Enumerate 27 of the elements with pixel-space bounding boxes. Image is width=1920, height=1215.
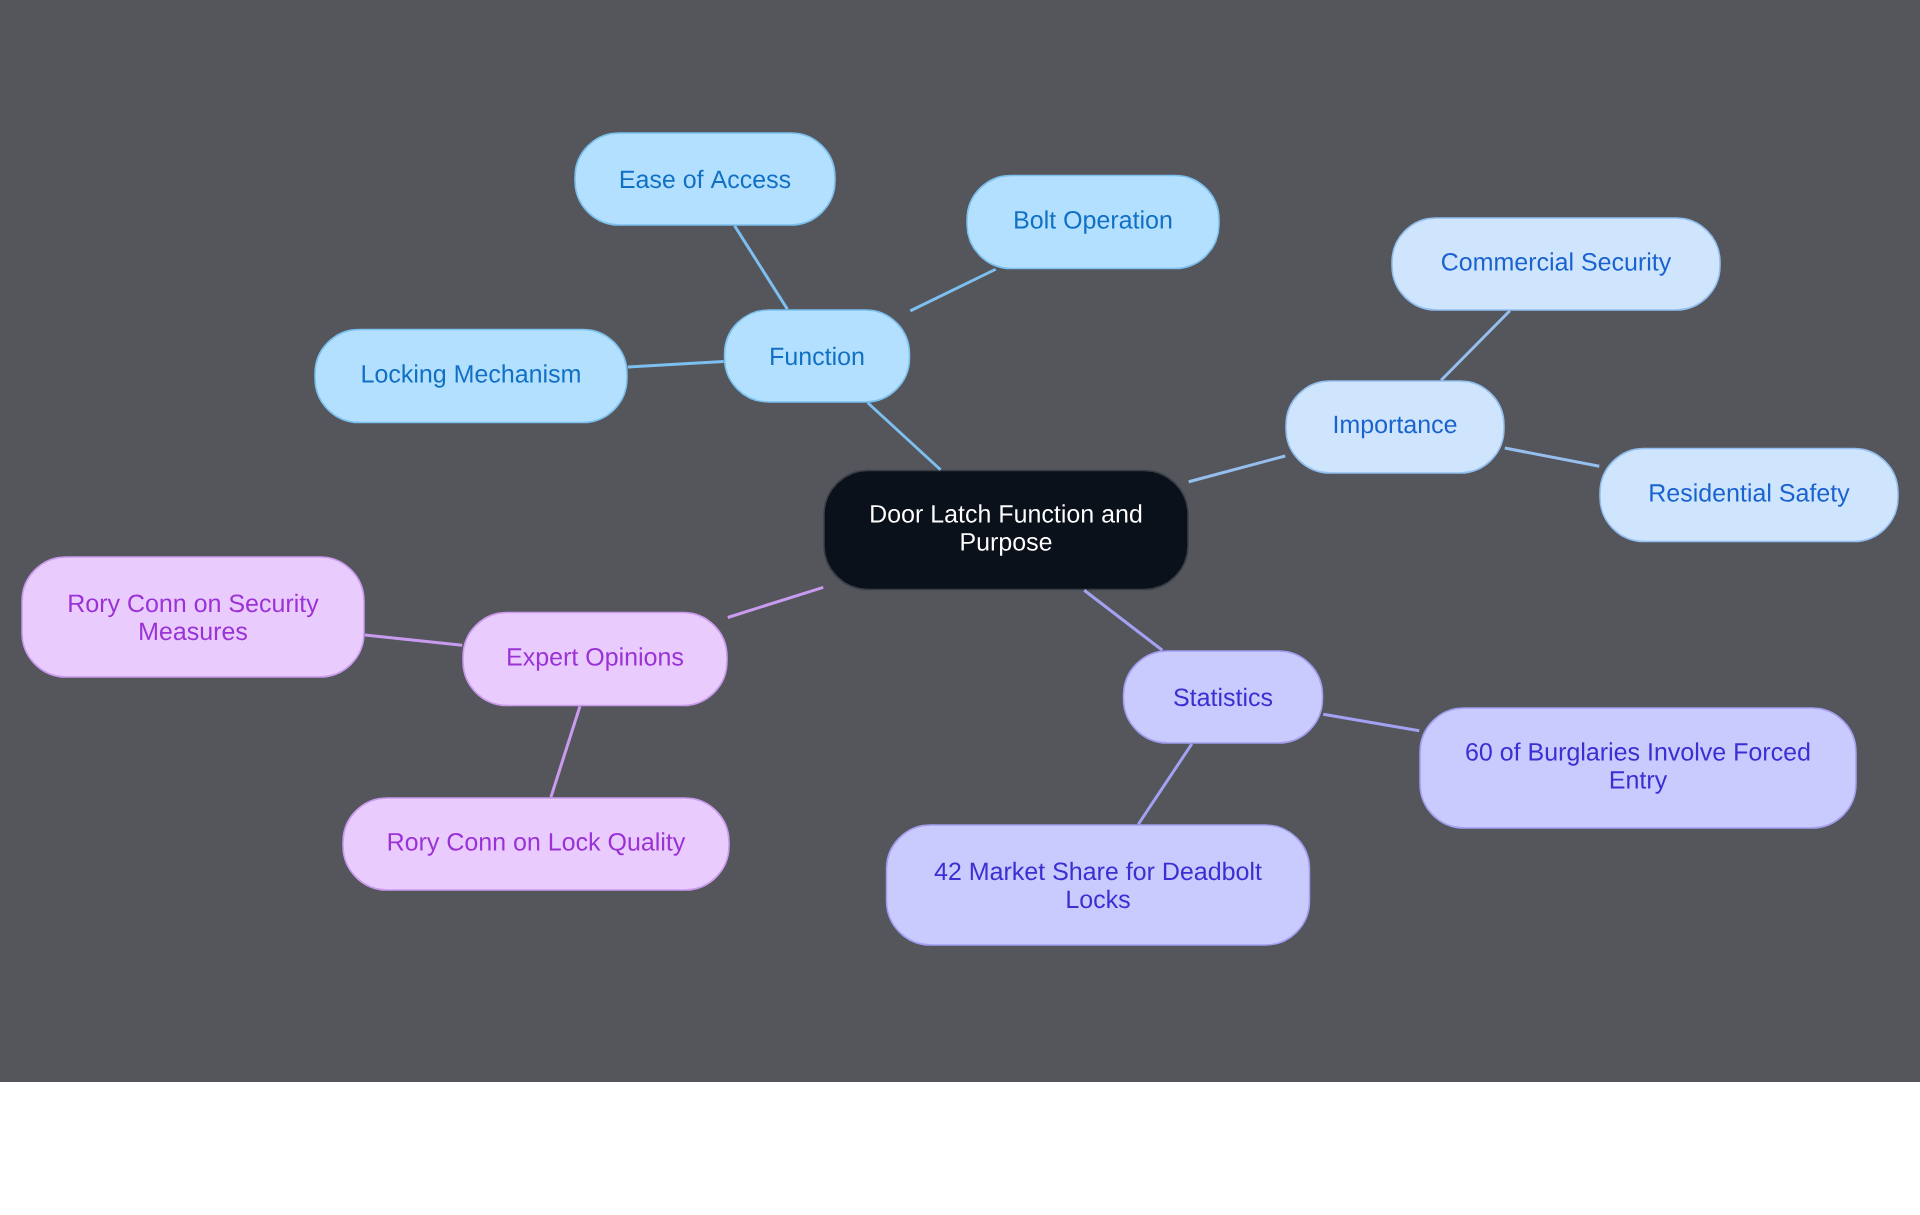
topic-box: Function <box>723 309 911 403</box>
connector-line <box>909 267 997 313</box>
topic-box: Bolt Operation <box>966 174 1220 270</box>
connector-line <box>1440 309 1511 382</box>
connector-line <box>1188 454 1286 484</box>
connector-line <box>727 585 824 619</box>
topic-box: Statistics <box>1122 650 1324 744</box>
topic-box: 60 of Burglaries Involve Forced Entry <box>1419 707 1857 829</box>
connector-line <box>627 359 724 369</box>
topic-box: 42 Market Share for Deadbolt Locks <box>885 824 1311 946</box>
connector-line <box>549 705 582 798</box>
topic-box: Locking Mechanism <box>314 328 628 424</box>
topic-box: Rory Conn on Security Measures <box>21 556 365 678</box>
central-topic-box: Door Latch Function and Purpose <box>823 469 1189 591</box>
connector-line <box>1137 742 1194 826</box>
topic-box: Ease of Access <box>574 132 836 226</box>
connector-line <box>364 633 463 647</box>
connector-line <box>1323 712 1420 733</box>
topic-box: Commercial Security <box>1391 217 1721 311</box>
connector-line <box>866 401 942 471</box>
topic-box: Residential Safety <box>1599 447 1899 543</box>
topic-box: Expert Opinions <box>462 611 728 707</box>
connector-line <box>733 224 789 311</box>
topic-box: Importance <box>1285 380 1505 474</box>
topic-box: Rory Conn on Lock Quality <box>342 797 730 891</box>
connector-line <box>1504 446 1600 468</box>
connector-line <box>1083 589 1164 652</box>
